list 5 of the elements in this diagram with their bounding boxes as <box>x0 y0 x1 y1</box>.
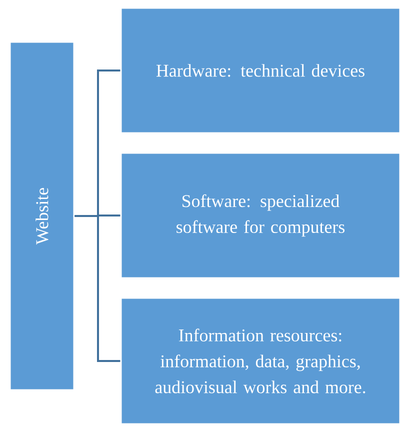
description-box: Hardware: technical devices <box>120 7 401 134</box>
connector-line <box>74 215 120 362</box>
description-box: Information resources: information, data, graphics, audiovisual works and more. <box>120 297 401 425</box>
description-box: Software: specialized software for computers <box>120 152 401 279</box>
category-box: Website <box>9 41 75 391</box>
